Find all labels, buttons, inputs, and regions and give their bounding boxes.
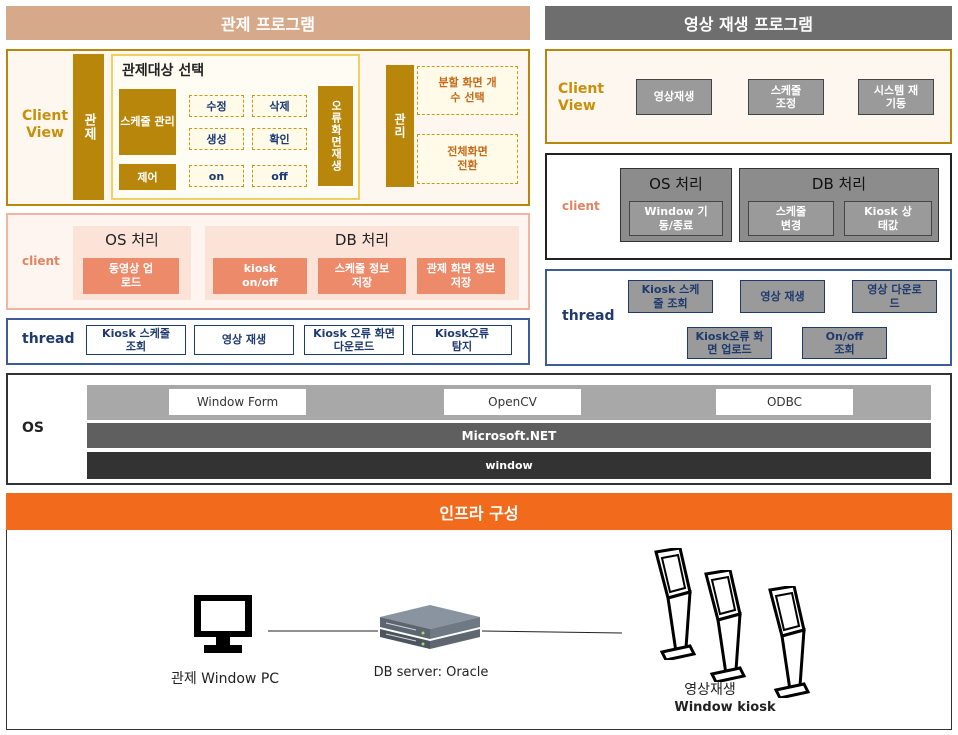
left-db-process-title: DB 처리 xyxy=(334,231,390,249)
split-screen-select-button[interactable]: 분할 화면 개수 선택 xyxy=(417,66,518,115)
os-layer-label: OS xyxy=(22,420,44,436)
video-upload-item: 동영상 업로드 xyxy=(83,258,179,294)
target-select-title: 관제대상 선택 xyxy=(122,63,205,79)
window-os-bar: window xyxy=(87,452,931,479)
kiosk-label-window: Window kiosk xyxy=(674,700,776,715)
right-db-process-title: DB 처리 xyxy=(811,175,867,193)
schedule-info-save-item: 스케줄 정보저장 xyxy=(318,258,406,294)
monitor-icon xyxy=(194,595,252,653)
window-form-component: Window Form xyxy=(169,389,306,415)
kiosk-icon xyxy=(768,586,811,698)
window-start-stop-item: Window 기동/종료 xyxy=(629,201,723,236)
db-server-label: DB server: Oracle xyxy=(373,665,489,680)
control-button[interactable]: 제어 xyxy=(119,164,176,190)
right-thread-label: thread xyxy=(562,308,615,324)
fullscreen-switch-button[interactable]: 전체화면 전환 xyxy=(417,134,518,184)
schedule-change-item: 스케줄 변경 xyxy=(748,201,834,236)
schedule-manage-button[interactable]: 스케줄 관리 xyxy=(119,89,176,155)
opencv-component: OpenCV xyxy=(444,389,581,415)
right-thread-video-play: 영상 재생 xyxy=(740,280,825,313)
control-pc-label: 관제 Window PC xyxy=(170,671,280,687)
right-thread-video-download: 영상 다운로드 xyxy=(852,280,937,313)
control-screen-info-save-item: 관제 화면 정보 저장 xyxy=(417,258,505,294)
error-screen-replay-button[interactable]: 오류화면재생 xyxy=(318,86,353,186)
video-play-button[interactable]: 영상재생 xyxy=(636,79,712,115)
dotnet-framework-bar: Microsoft.NET xyxy=(87,423,931,448)
kiosk-icon xyxy=(654,548,697,660)
kiosk-onoff-item: kiosk on/off xyxy=(213,258,307,294)
create-button[interactable]: 생성 xyxy=(189,128,244,150)
left-os-process-title: OS 처리 xyxy=(105,231,159,249)
odbc-component: ODBC xyxy=(716,389,853,415)
left-vertical-label-manage: 관리 xyxy=(386,65,414,187)
left-client-label: client xyxy=(22,254,60,268)
left-program-title: 관제 프로그램 xyxy=(6,6,530,40)
schedule-adjust-button[interactable]: 스케줄 조정 xyxy=(748,79,824,115)
right-thread-onoff-query: On/off 조회 xyxy=(802,327,887,359)
server-icon xyxy=(380,605,480,649)
edit-button[interactable]: 수정 xyxy=(189,95,244,117)
left-thread-error-detect: Kiosk오류 탐지 xyxy=(412,325,512,355)
left-thread-error-download: Kiosk 오류 화면 다운로드 xyxy=(304,325,404,355)
off-button[interactable]: off xyxy=(252,165,307,187)
left-thread-video-play: 영상 재생 xyxy=(194,325,294,355)
confirm-button[interactable]: 확인 xyxy=(252,128,307,150)
on-button[interactable]: on xyxy=(189,165,244,187)
infra-title: 인프라 구성 xyxy=(6,493,952,530)
kiosk-status-item: Kiosk 상태값 xyxy=(844,201,932,236)
kiosk-label-video: 영상재생 xyxy=(684,682,736,698)
right-program-title: 영상 재생 프로그램 xyxy=(545,6,952,40)
left-thread-kiosk-schedule: Kiosk 스케줄 조회 xyxy=(86,325,186,355)
right-os-process-title: OS 처리 xyxy=(649,175,703,193)
right-client-view-label: Client View xyxy=(558,81,605,114)
left-client-view-label: Client View xyxy=(21,108,69,141)
right-thread-kiosk-schedule: Kiosk 스케줄 조회 xyxy=(628,280,713,313)
right-thread-error-upload: Kiosk오류 화면 업로드 xyxy=(687,327,772,359)
left-thread-label: thread xyxy=(22,331,75,347)
right-client-label: client xyxy=(562,199,600,213)
delete-button[interactable]: 삭제 xyxy=(252,95,307,117)
kiosk-icon xyxy=(704,570,747,682)
left-vertical-label-control: 관제 xyxy=(73,54,104,200)
system-restart-button[interactable]: 시스템 재기동 xyxy=(858,79,934,115)
